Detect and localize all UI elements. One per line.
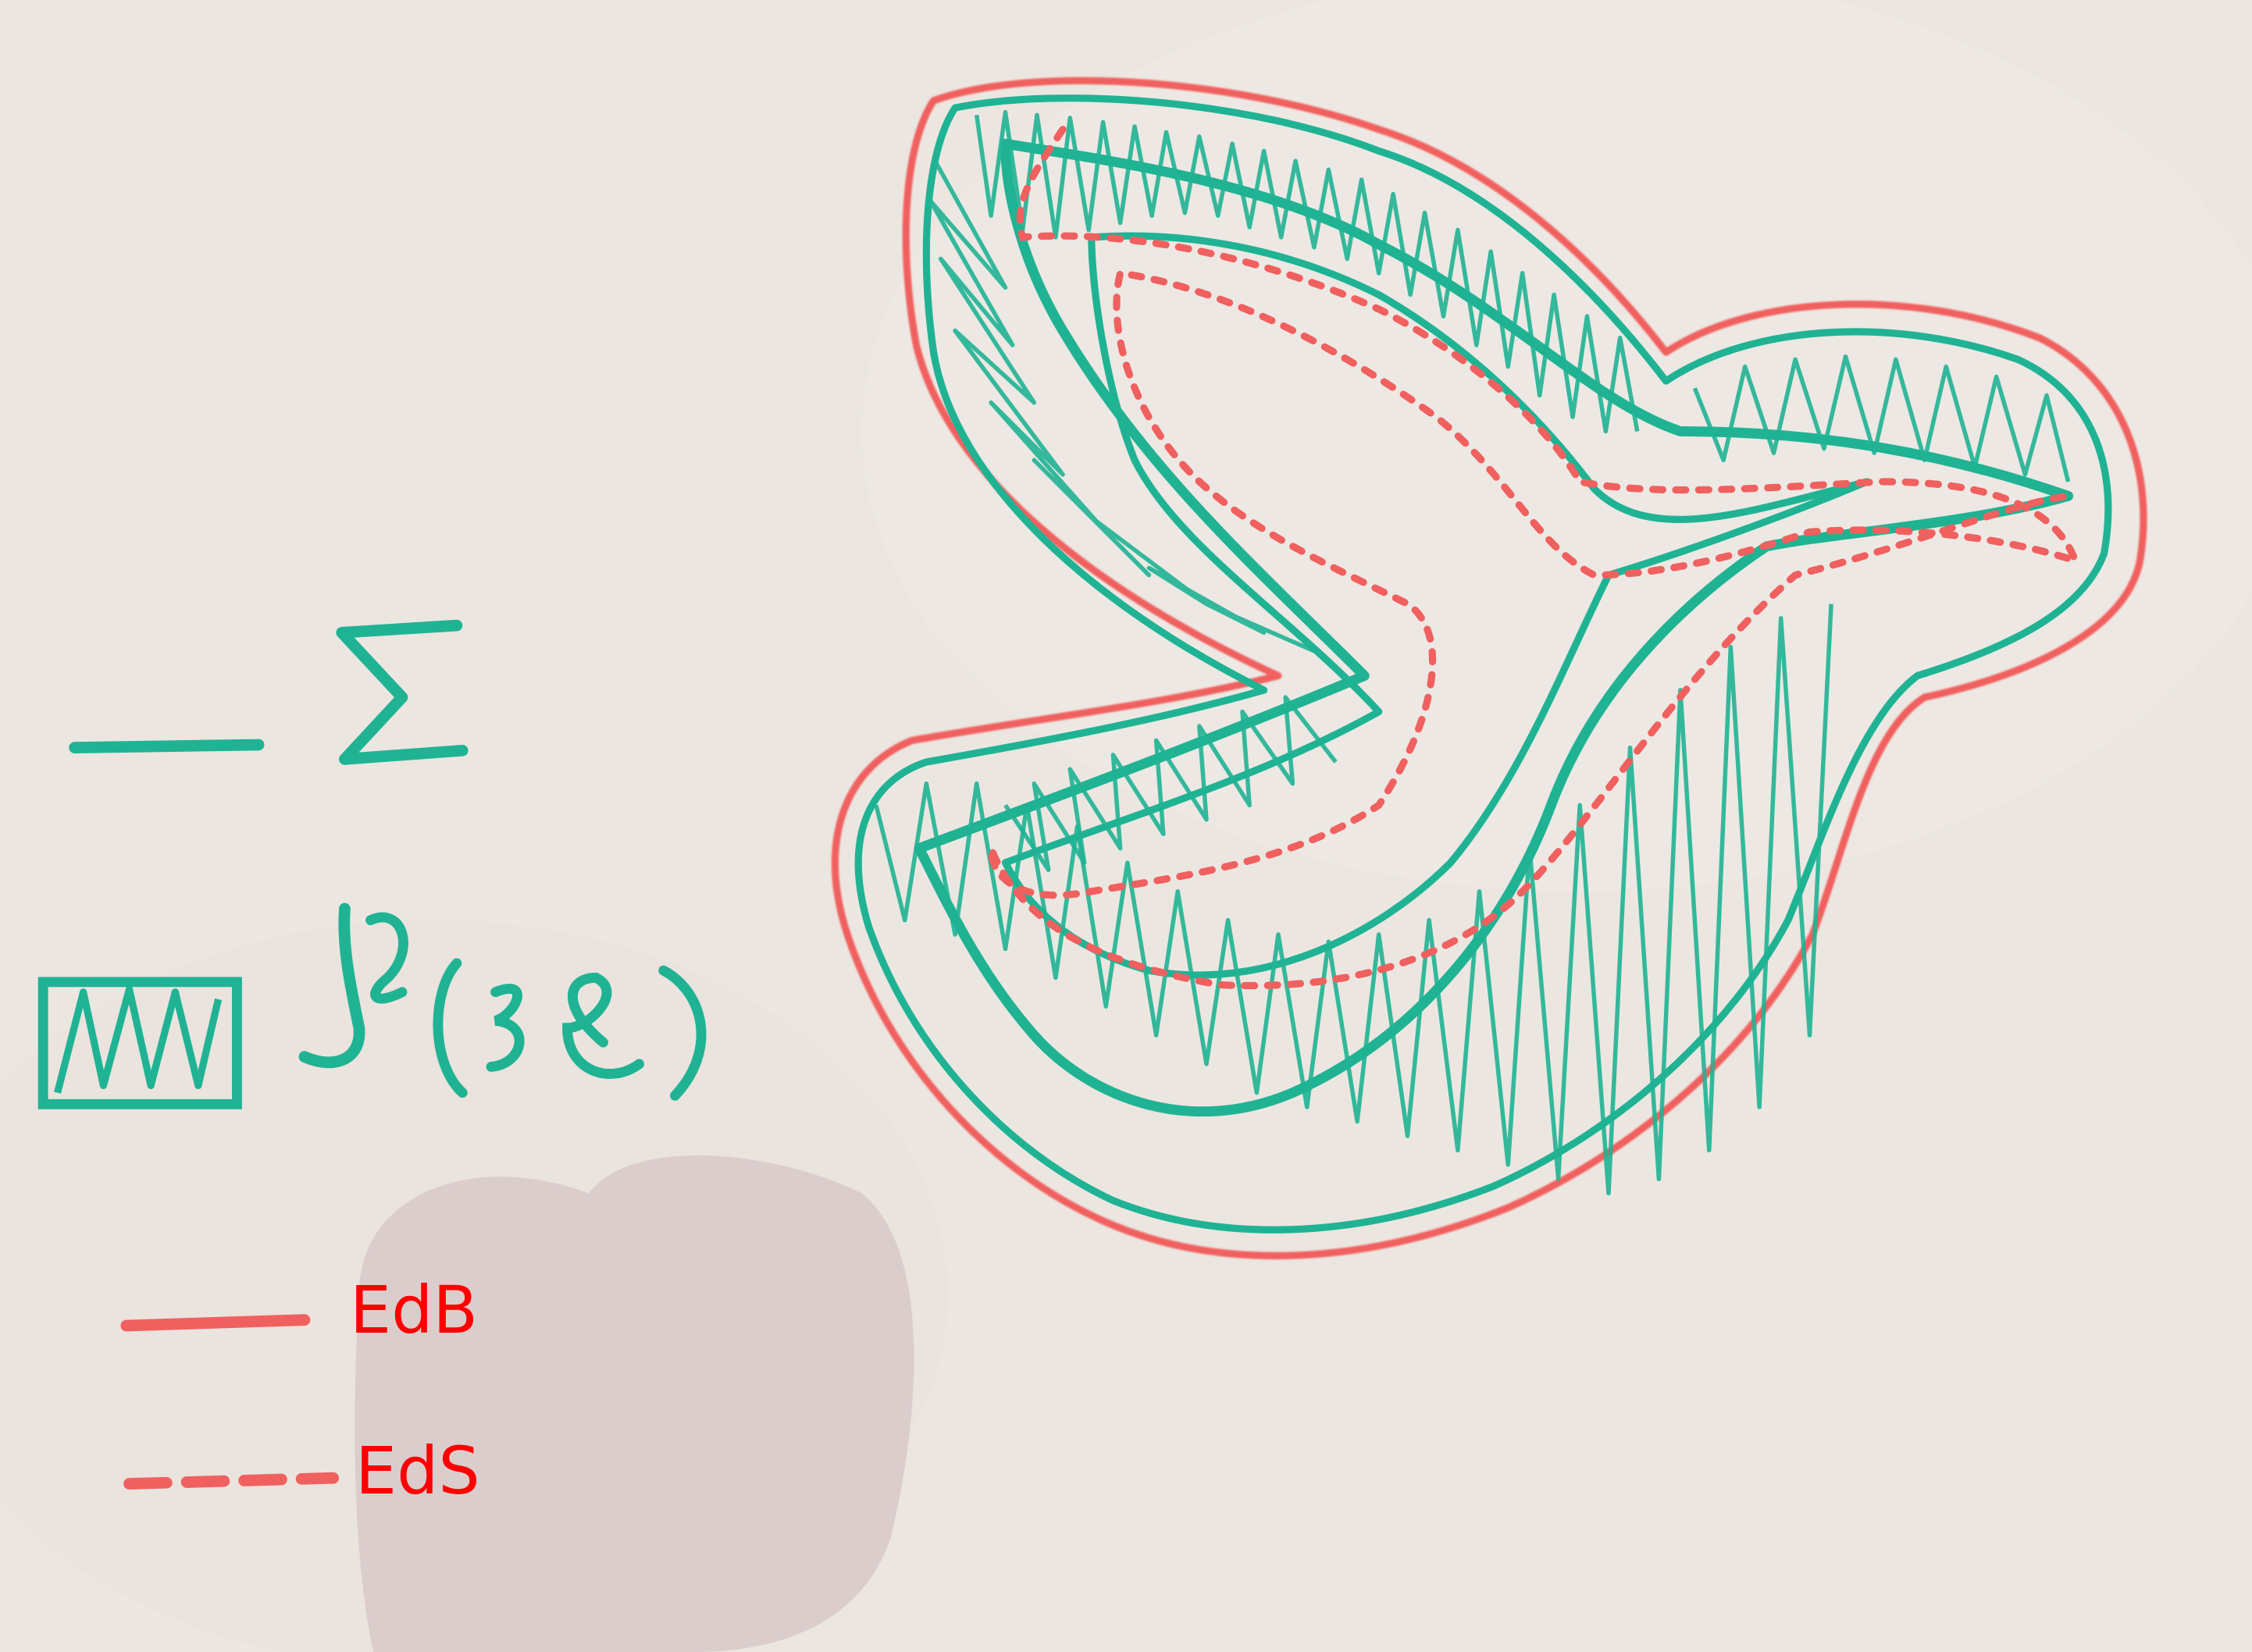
hatch-right-lobe	[1692, 354, 2071, 482]
legend-eds-line	[123, 1472, 340, 1490]
hatch-middle-band	[1003, 695, 1338, 872]
legend-sigma-line	[69, 739, 265, 753]
legend-edb-line	[120, 1314, 311, 1332]
domain-symbol-icon	[298, 903, 707, 1101]
sigma-curve	[914, 138, 2074, 1117]
hatch-lower-band	[874, 603, 1833, 1196]
label-patch	[355, 1155, 914, 1652]
sigma-icon	[336, 619, 469, 765]
edb-label: EdB	[350, 1272, 479, 1348]
eds-label: EdS	[355, 1433, 480, 1509]
legend-hatched-box	[37, 977, 242, 1109]
teal-band-outer-edge	[854, 94, 2112, 1234]
hatch-top-band	[974, 109, 1640, 434]
hatch-left-band	[928, 157, 1323, 657]
